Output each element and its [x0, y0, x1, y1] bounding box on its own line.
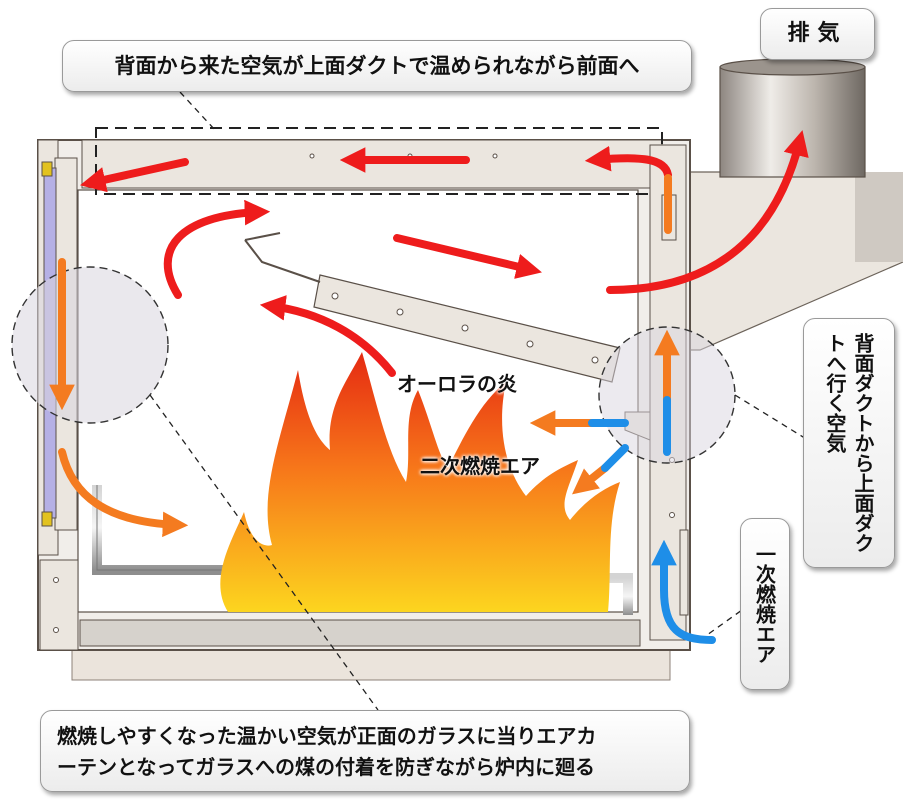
cold-air-arrow	[651, 539, 716, 644]
hot-air-arrow	[606, 130, 809, 294]
hot-air-arrow	[163, 199, 271, 299]
secondary-air-label: 二次燃焼エア	[420, 454, 540, 478]
hot-air-arrow	[584, 145, 672, 179]
hot-air-arrow	[80, 158, 189, 193]
air-flow-arrows	[49, 130, 809, 644]
back-duct-callout: 背面ダクトから上面ダクトへ行く空気	[803, 318, 895, 568]
front-glass-zoom-circle	[11, 266, 169, 424]
air-curtain-callout: 燃焼しやすくなった温かい空気が正面のガラスに当りエアカ ーテンとなってガラスへの…	[40, 710, 690, 792]
air-curtain-line-1: 燃焼しやすくなった温かい空気が正面のガラスに当りエアカ	[57, 724, 597, 748]
warm-air-arrow	[58, 448, 189, 538]
air-curtain-line-2: ーテンとなってガラスへの煤の付着を防ぎながら炉内に廻る	[57, 755, 595, 779]
fire-icon	[220, 352, 620, 612]
warm-air-arrow	[572, 464, 609, 495]
hot-air-arrow	[393, 234, 542, 279]
primary-air-callout: 一次燃焼エア	[740, 518, 790, 690]
exhaust-callout: 排気	[760, 8, 875, 60]
exhaust-duct	[689, 58, 903, 351]
aurora-flame-label: オーロラの炎	[397, 372, 517, 396]
hot-air-arrow	[259, 295, 396, 377]
cold-air-arrow	[601, 444, 629, 472]
top-duct-callout: 背面から来た空気が上面ダクトで温められながら前面へ	[62, 40, 692, 92]
